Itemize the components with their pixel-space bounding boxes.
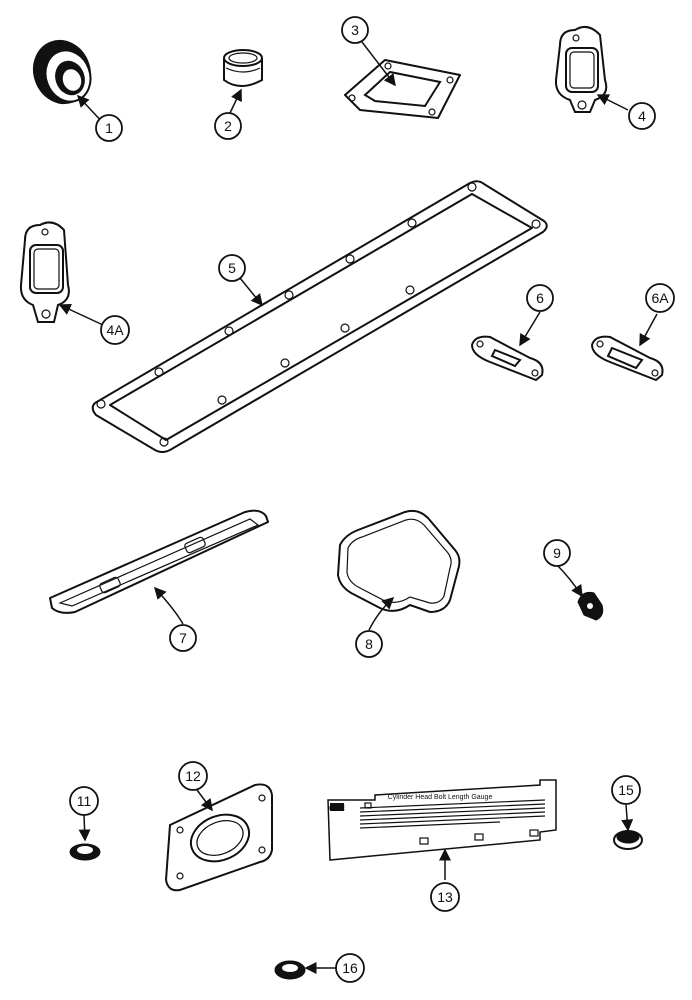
callout-15: 15 xyxy=(611,775,641,805)
part-7-gasket xyxy=(49,509,269,614)
part-1-seal xyxy=(33,39,92,105)
gauge-title: Cylinder Head Bolt Length Gauge xyxy=(388,794,493,801)
part-2-plug xyxy=(223,49,263,87)
callout-12: 12 xyxy=(178,761,208,791)
callout-6: 6 xyxy=(526,284,554,312)
callout-13: 13 xyxy=(430,882,460,912)
callout-7: 7 xyxy=(169,624,197,652)
svg-text:6A: 6A xyxy=(651,290,669,306)
callout-11: 11 xyxy=(69,786,99,816)
gauge-brand-box xyxy=(330,803,344,811)
part-4-gasket xyxy=(554,25,608,113)
part-4a-gasket xyxy=(19,221,70,323)
svg-text:1: 1 xyxy=(105,120,113,136)
part-15-plug xyxy=(613,830,643,850)
svg-text:2: 2 xyxy=(224,118,232,134)
callout-2: 2 xyxy=(214,112,242,140)
part-5-gasket xyxy=(91,180,548,453)
callout-4: 4 xyxy=(628,102,656,130)
callout-16: 16 xyxy=(335,953,365,983)
svg-text:11: 11 xyxy=(77,793,92,809)
svg-text:3: 3 xyxy=(351,22,359,38)
svg-text:13: 13 xyxy=(437,889,453,905)
gauge-brand: CASE xyxy=(329,806,345,812)
svg-text:9: 9 xyxy=(553,545,561,561)
callout-3: 3 xyxy=(341,16,369,44)
callout-8: 8 xyxy=(355,630,383,658)
leader-lines xyxy=(58,41,658,974)
part-13-gauge-card: CASE Cylinder Head Bolt Length Gauge xyxy=(327,779,557,861)
part-6a-gasket xyxy=(590,335,664,382)
svg-text:4A: 4A xyxy=(106,322,124,338)
svg-text:6: 6 xyxy=(536,290,544,306)
part-12-gasket xyxy=(164,783,273,892)
callout-6a: 6A xyxy=(645,283,675,313)
svg-text:16: 16 xyxy=(342,960,358,976)
part-16-washer xyxy=(274,960,306,980)
part-3-gasket xyxy=(344,59,461,119)
part-11-washer xyxy=(69,843,101,861)
part-9-clip xyxy=(577,591,604,621)
callout-5: 5 xyxy=(218,254,246,282)
svg-text:8: 8 xyxy=(365,636,373,652)
part-6-gasket xyxy=(470,335,544,382)
svg-text:15: 15 xyxy=(618,782,634,798)
callout-1: 1 xyxy=(95,114,123,142)
callout-4a: 4A xyxy=(100,315,130,345)
part-8-gasket xyxy=(336,509,461,614)
svg-text:5: 5 xyxy=(228,260,236,276)
svg-text:4: 4 xyxy=(638,108,646,124)
svg-text:12: 12 xyxy=(185,768,201,784)
svg-text:7: 7 xyxy=(179,630,187,646)
callout-9: 9 xyxy=(543,539,571,567)
